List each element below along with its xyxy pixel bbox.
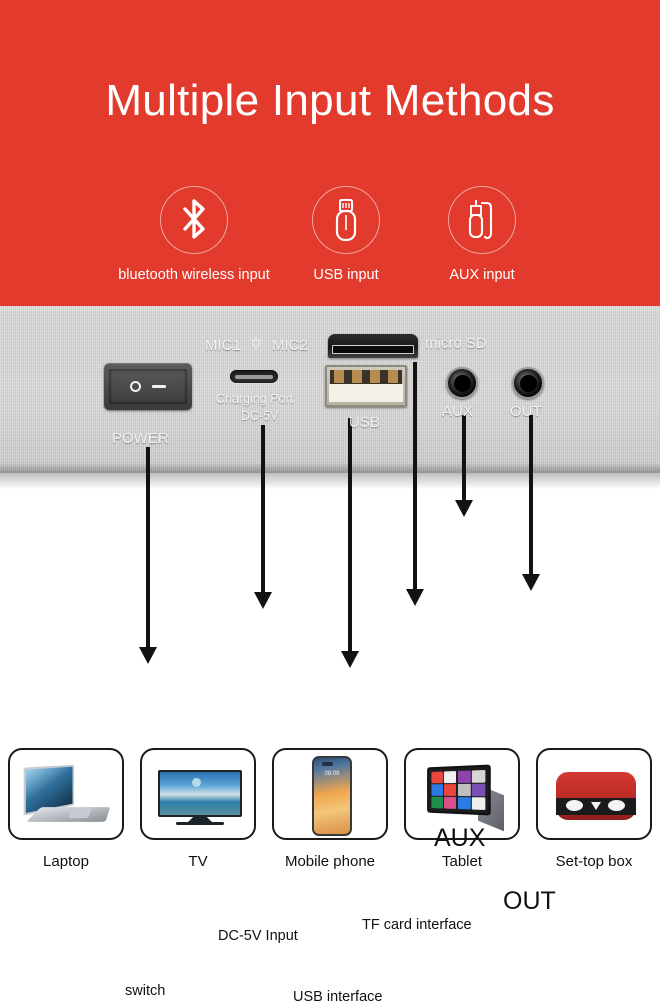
tablet-icon <box>404 748 520 840</box>
panel-label-power: POWER <box>112 430 169 447</box>
hero-banner: Multiple Input Methods bluetooth wireles… <box>0 0 660 306</box>
usb-pin <box>352 370 362 383</box>
device-item-set-top-box: Set-top box <box>532 748 656 878</box>
panel-label-out: OUT <box>510 403 542 420</box>
bluetooth-icon-circle <box>160 186 228 254</box>
power-rocker <box>109 369 187 404</box>
panel-label-micro-sd: micro SD <box>425 335 487 352</box>
input-method-label: bluetooth wireless input <box>118 267 270 283</box>
power-switch[interactable] <box>104 363 192 410</box>
panel-label-mic2: MIC2 <box>272 337 308 354</box>
input-method-label: USB input <box>313 267 379 283</box>
panel-label-mic1: MIC1 <box>205 337 241 354</box>
tv-icon <box>140 748 256 840</box>
panel-label-charging-voltage: DC-5V <box>241 409 279 423</box>
bluetooth-icon <box>183 199 205 239</box>
tile <box>471 783 486 797</box>
tv-screen <box>158 770 242 817</box>
usb-contacts <box>330 370 402 385</box>
tile <box>457 770 471 783</box>
input-method-bluetooth: bluetooth wireless input <box>110 186 278 283</box>
usb-a-port <box>325 365 407 407</box>
tv-screen-highlight <box>192 778 201 787</box>
usb-drive-icon-circle <box>312 186 380 254</box>
tile <box>444 797 457 809</box>
input-method-label: AUX input <box>449 267 515 283</box>
phone-body: 08:08 <box>312 756 352 836</box>
tablet-screen <box>427 764 491 816</box>
usb-pin <box>388 370 398 383</box>
callout-label-dc5v: DC-5V Input <box>218 928 298 944</box>
panel-label-aux: AUX <box>442 403 473 420</box>
power-on-symbol-icon <box>152 385 166 388</box>
tile <box>457 797 471 810</box>
usb-drive-icon <box>335 199 357 242</box>
input-method-aux: AUX input <box>414 186 550 283</box>
callout-label-switch: switch <box>125 983 166 999</box>
input-method-usb: USB input <box>278 186 414 283</box>
usb-tongue <box>329 384 403 402</box>
callout-label-tf-card: TF card interface <box>362 917 472 933</box>
set-top-box-nose <box>591 802 601 810</box>
panel-shadow <box>0 473 660 489</box>
usb-pin <box>334 370 344 383</box>
tv-foot <box>176 822 224 825</box>
device-label: Mobile phone <box>284 853 376 870</box>
tile <box>471 769 486 783</box>
callout-label-out: OUT <box>503 887 556 915</box>
device-label: Tablet <box>441 853 483 870</box>
phone-lockscreen-time: 08:08 <box>324 771 340 777</box>
panel-label-charging-port: Charging Port <box>216 392 294 406</box>
tile <box>431 784 443 796</box>
device-item-mobile-phone: 08:08 Mobile phone <box>268 748 392 878</box>
device-label: Set-top box <box>555 853 633 870</box>
aux-plug-icon-circle <box>448 186 516 254</box>
panel-label-usb: USB <box>349 414 380 431</box>
aux-jack <box>446 367 478 399</box>
page-title: Multiple Input Methods <box>105 76 555 125</box>
tile <box>457 784 471 796</box>
usb-pin <box>370 370 380 383</box>
device-item-tablet: Tablet <box>400 748 524 878</box>
phone-camera-notch <box>322 762 333 766</box>
callout-label-aux: AUX <box>434 824 486 852</box>
out-jack <box>512 367 544 399</box>
set-top-box-icon <box>536 748 652 840</box>
device-label: TV <box>188 853 208 870</box>
laptop-trackpad <box>67 808 93 818</box>
tv-stand <box>188 817 212 822</box>
tile <box>431 771 443 784</box>
tile <box>471 797 486 811</box>
set-top-box-eye <box>566 800 583 811</box>
usb-c-charging-port <box>230 370 278 383</box>
device-label: Laptop <box>43 853 89 870</box>
tile <box>444 771 457 783</box>
compatible-devices-list: Laptop TV 08:08 Mobile phone <box>0 748 660 878</box>
device-item-laptop: Laptop <box>4 748 128 878</box>
mobile-phone-icon: 08:08 <box>272 748 388 840</box>
microphone-icon <box>250 336 262 351</box>
aux-plug-icon <box>468 200 493 239</box>
power-off-symbol-icon <box>130 381 141 392</box>
micro-sd-slot <box>328 334 418 358</box>
laptop-icon <box>8 748 124 840</box>
set-top-box-eye <box>608 800 625 811</box>
device-item-tv: TV <box>136 748 260 878</box>
callout-label-usb: USB interface <box>293 989 383 1005</box>
tile <box>431 796 443 809</box>
input-methods-list: bluetooth wireless input USB input <box>0 186 660 283</box>
tile <box>444 784 457 796</box>
